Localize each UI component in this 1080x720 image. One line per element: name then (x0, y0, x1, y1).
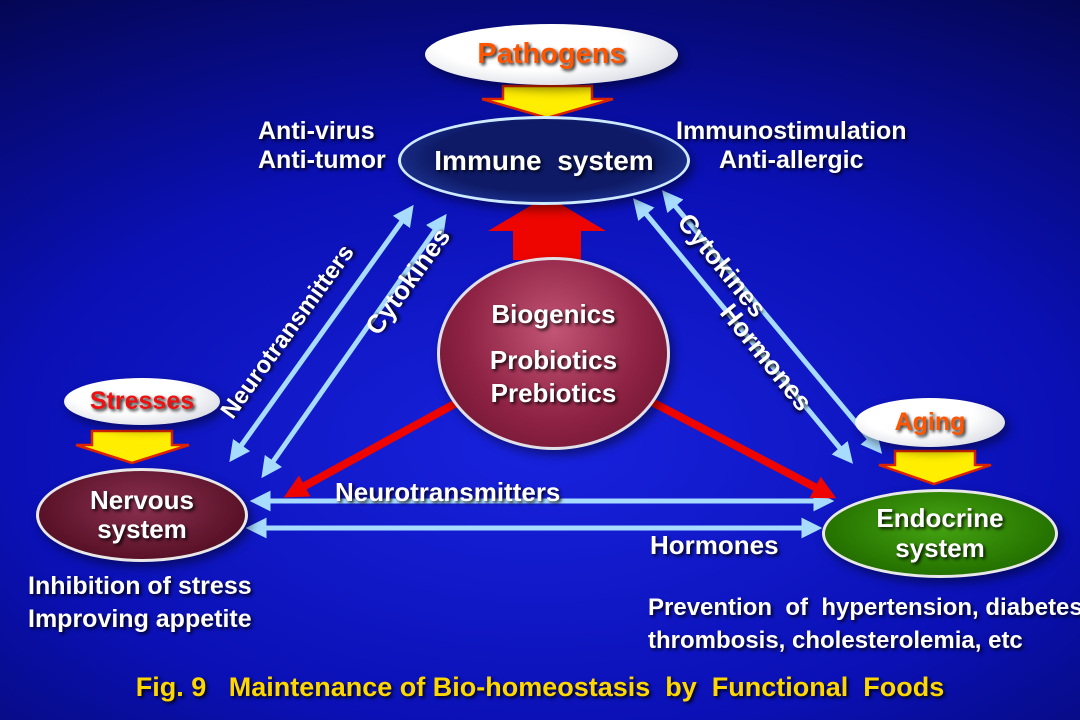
pathogens-to-immune-arrow (481, 84, 614, 120)
endocrine-effects: Prevention of hypertension, diabetes thr… (648, 591, 1080, 657)
immune-endocrine-arrow-2 (661, 190, 883, 454)
aging-node: Aging (855, 398, 1005, 447)
aging-to-endocrine-arrow (878, 449, 992, 486)
immune-system-node: Immune system (398, 116, 690, 205)
pathogens-node: Pathogens (425, 24, 678, 85)
prevention-label-line2: thrombosis, cholesterolemia, etc (648, 627, 1023, 655)
anti-virus-label: Anti-virus (258, 117, 375, 145)
pathogens-label: Pathogens (477, 38, 626, 70)
immune-effects-right: Immunostimulation Anti-allergic (676, 117, 907, 174)
stresses-label: Stresses (89, 387, 195, 415)
center-to-nervous-arrow (283, 397, 462, 498)
probiotics-label: Probiotics (489, 345, 618, 376)
stresses-to-nervous-arrow (75, 429, 190, 465)
nervous-system-label-line2: system (97, 514, 187, 544)
anti-tumor-label: Anti-tumor (258, 145, 386, 174)
immunostimulation-label: Immunostimulation (676, 117, 907, 145)
mediator-arrows (229, 190, 883, 539)
stresses-node: Stresses (64, 378, 220, 425)
prebiotics-label: Prebiotics (490, 377, 617, 408)
nervous-effects: Inhibition of stress Improving appetite (28, 570, 252, 636)
neurotransmitters-bottom-label: Neurotransmitters (335, 477, 561, 507)
figure-caption: Fig. 9 Maintenance of Bio-homeostasis by… (135, 672, 945, 702)
center-to-endocrine-arrow (648, 397, 837, 499)
aging-label: Aging (894, 408, 966, 436)
hormones-bottom-label: Hormones (650, 530, 779, 560)
improving-appetite-label: Improving appetite (28, 605, 252, 633)
nervous-immune-arrow-2 (261, 213, 447, 479)
center-to-immune-arrow (488, 196, 606, 260)
immune-system-label: Immune system (434, 144, 654, 176)
endocrine-system-node: Endocrine system (822, 489, 1058, 578)
center-red-arrows (283, 397, 837, 499)
biogenics-label: Biogenics (491, 298, 616, 329)
inhibition-of-stress-label: Inhibition of stress (28, 572, 252, 600)
endocrine-system-label-line2: system (895, 532, 985, 563)
nervous-system-node: Nervous system (36, 468, 248, 562)
prevention-label-line1: Prevention of hypertension, diabetes (648, 594, 1080, 621)
anti-allergic-label: Anti-allergic (719, 145, 864, 174)
endocrine-system-label-line1: Endocrine (876, 503, 1004, 534)
immune-effects-left: Anti-virus Anti-tumor (258, 117, 386, 174)
functional-foods-node: Biogenics Probiotics Prebiotics (437, 257, 670, 450)
nervous-system-label-line1: Nervous (89, 484, 195, 515)
